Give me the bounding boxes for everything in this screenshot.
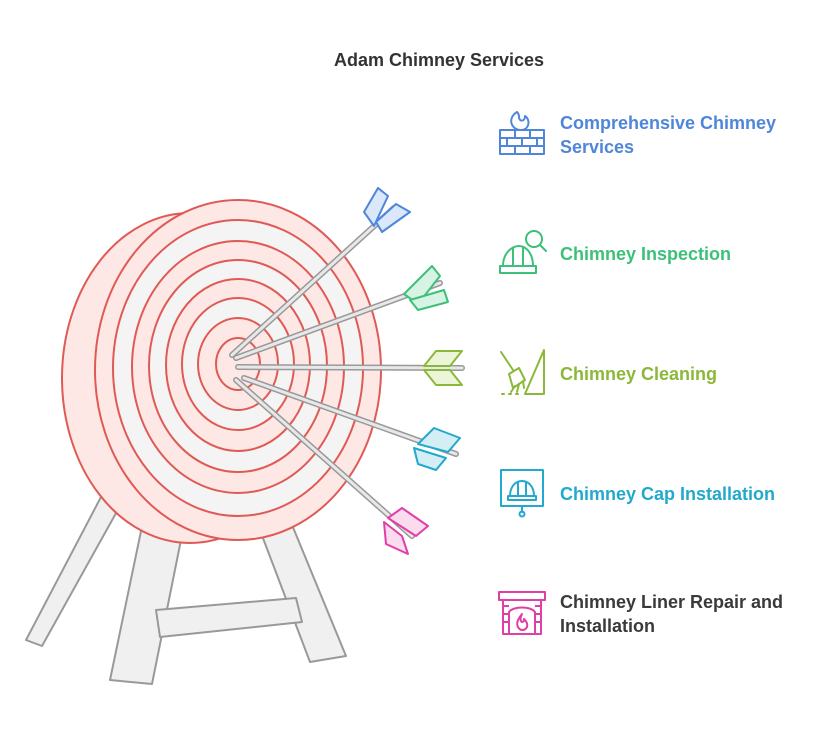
label-text: Chimney Liner Repair and Installation (560, 592, 784, 636)
label-chimney-liner-repair: Chimney Liner Repair and Installation (560, 590, 783, 638)
arrow-cyan (241, 375, 461, 471)
broom-icon (500, 349, 545, 395)
fireplace-bricks-icon (499, 111, 545, 155)
label-chimney-cleaning: Chimney Cleaning (560, 362, 717, 386)
label-text: Chimney Cleaning (560, 364, 718, 384)
label-chimney-cap-installation: Chimney Cap Installation (560, 482, 775, 506)
label-text: Chimney Cap Installation (560, 484, 776, 504)
stand-crossbar (155, 597, 303, 638)
label-text: Chimney Inspection (560, 244, 732, 264)
label-chimney-inspection: Chimney Inspection (560, 242, 731, 266)
diagram-title: Adam Chimney Services (333, 50, 545, 70)
hat-on-easel-icon (500, 469, 544, 518)
arrow-pink (233, 377, 429, 555)
stand-leg-right (257, 519, 347, 663)
arrow-olive (235, 350, 465, 386)
fireplace-flame-icon (498, 591, 546, 635)
arrow-green (233, 265, 449, 361)
label-text: Comprehensive Chimney Services (560, 113, 777, 157)
hard-hat-magnifier-icon (499, 230, 547, 274)
label-comprehensive-chimney-services: Comprehensive Chimney Services (560, 111, 776, 159)
arrow-blue (229, 187, 411, 358)
